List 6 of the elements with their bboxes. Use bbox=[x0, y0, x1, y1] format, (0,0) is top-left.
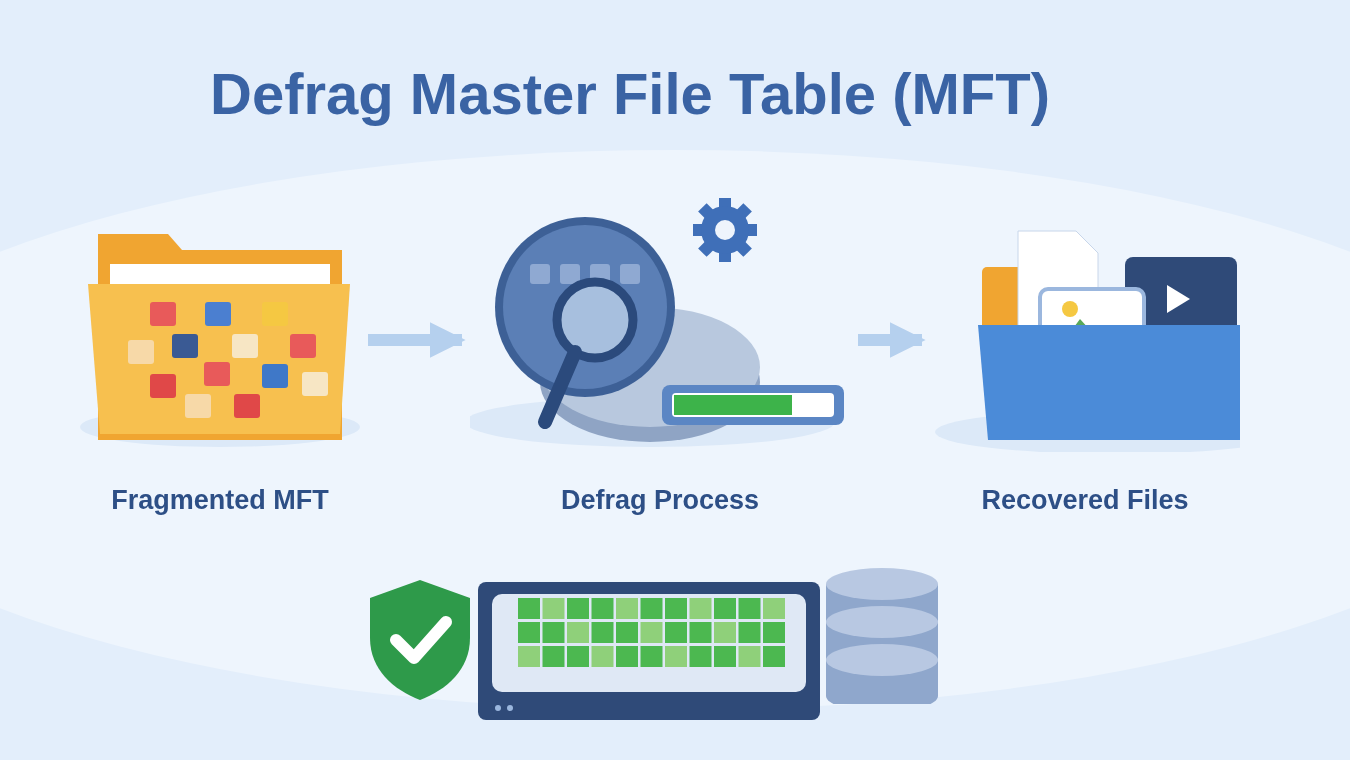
node-label: Fragmented MFT bbox=[111, 483, 329, 517]
arrow bbox=[368, 322, 466, 358]
node-label: Recovered Files bbox=[981, 483, 1189, 517]
node-label: Defrag Process bbox=[560, 483, 760, 517]
arrow bbox=[858, 322, 926, 358]
title: Defrag Master File Table (MFT) bbox=[210, 60, 1051, 128]
